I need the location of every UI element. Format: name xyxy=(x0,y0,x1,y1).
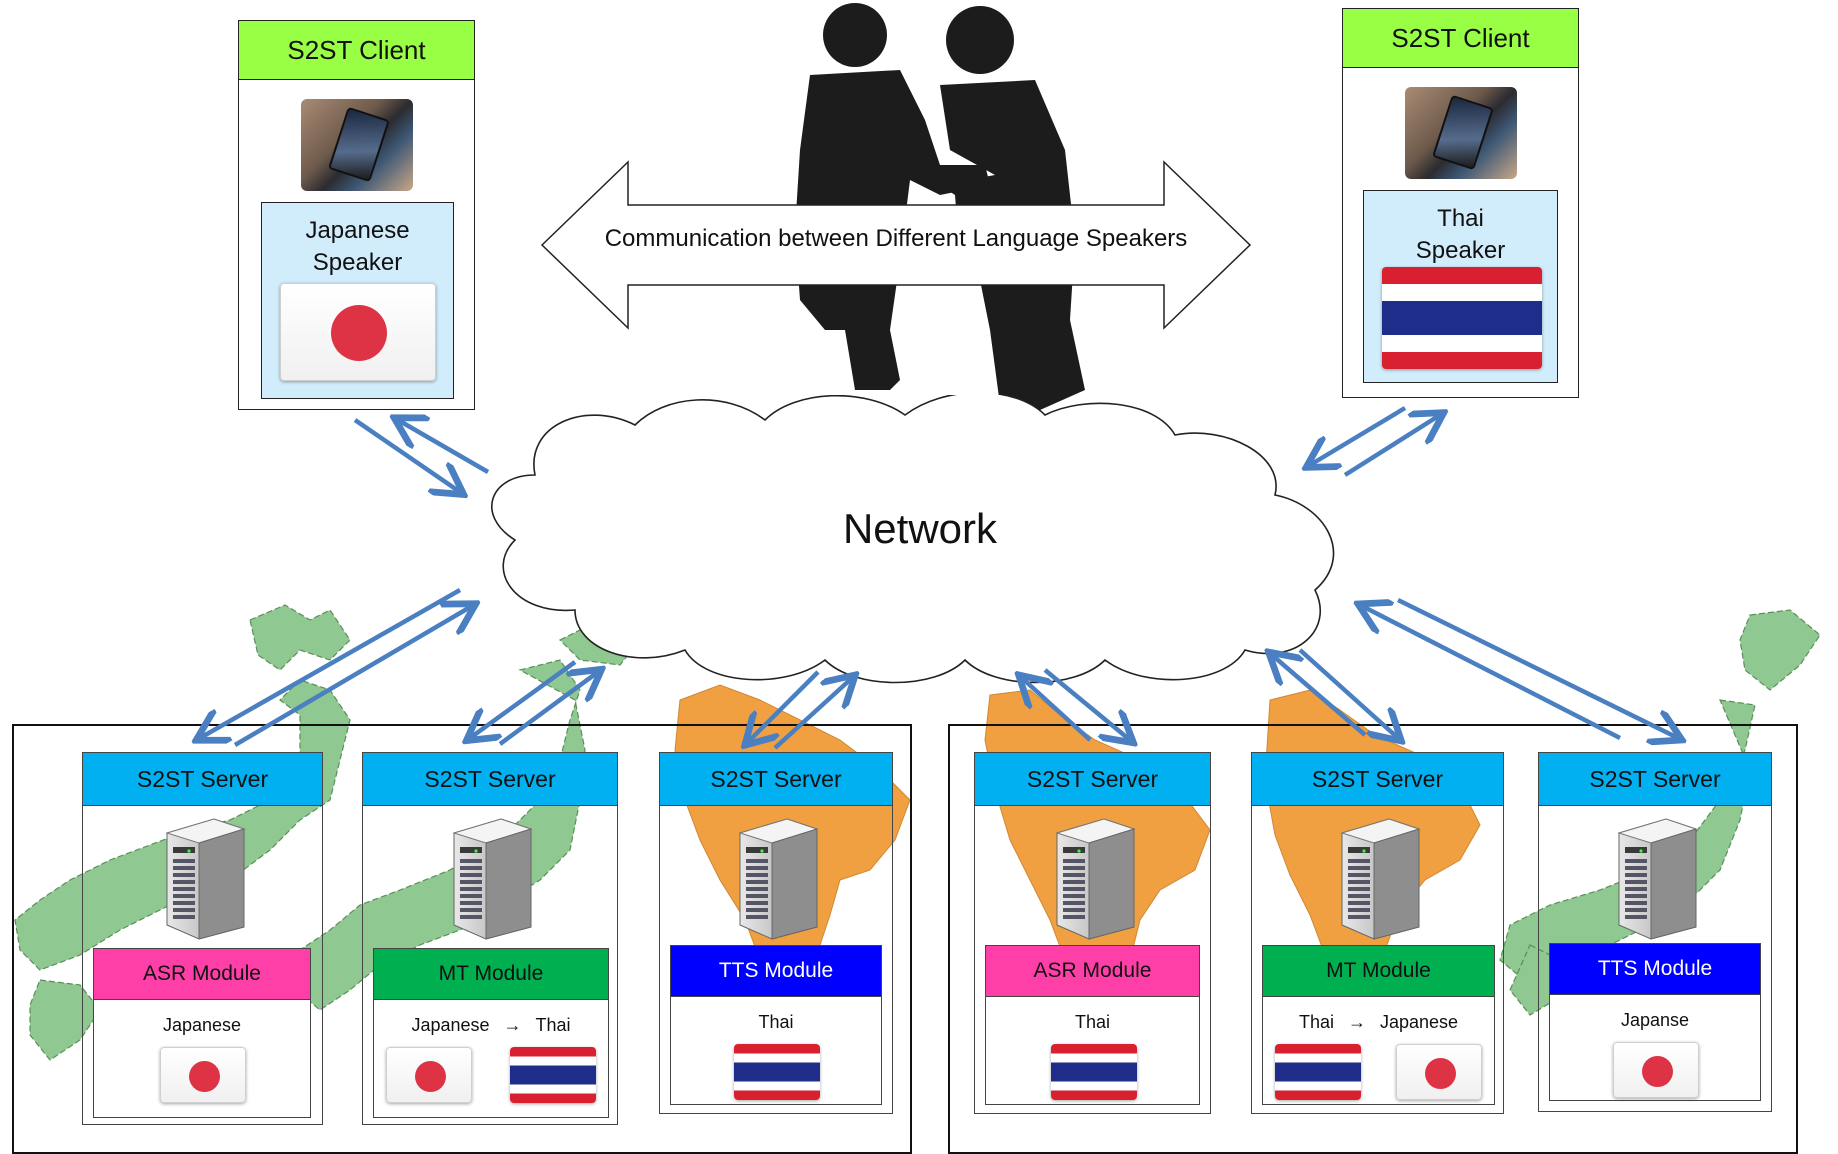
client-panel-japanese: S2ST Client Japanese Speaker xyxy=(238,20,475,410)
japan-flag-icon xyxy=(160,1047,246,1103)
server-title: S2ST Server xyxy=(1539,753,1771,806)
language-from: Thai xyxy=(1074,1012,1110,1032)
server-tower-icon xyxy=(165,818,246,940)
flow-arrow xyxy=(1397,597,1678,738)
module-language-line: Japanese xyxy=(94,1015,310,1036)
speaker-panel-japanese: Japanese Speaker xyxy=(261,202,454,399)
thailand-flag-icon xyxy=(510,1047,596,1103)
flow-arrow xyxy=(1298,648,1398,738)
communication-double-arrow xyxy=(540,160,1252,330)
module-title: MT Module xyxy=(374,949,608,1000)
server-title: S2ST Server xyxy=(975,753,1210,806)
japan-flag-icon xyxy=(1613,1042,1699,1098)
module-language-line: Japanse xyxy=(1550,1010,1760,1031)
client-panel-thai: S2ST Client Thai Speaker xyxy=(1342,8,1579,398)
smartphone-image xyxy=(1405,87,1517,179)
japan-map-right xyxy=(1499,609,1821,1016)
flow-arrow xyxy=(498,672,598,746)
module-title: TTS Module xyxy=(1550,944,1760,995)
thailand-flag-icon xyxy=(734,1044,820,1100)
module-language-line: Thai → Japanese xyxy=(1263,1012,1494,1033)
speaker-line1: Thai xyxy=(1437,205,1484,232)
japan-flag-icon xyxy=(1396,1044,1482,1100)
flow-arrow xyxy=(1362,606,1622,741)
thailand-flag-icon xyxy=(1051,1044,1137,1100)
flow-arrow xyxy=(233,606,472,747)
server-tower-icon xyxy=(1340,818,1421,940)
flow-arrow xyxy=(398,420,490,474)
flow-arrow xyxy=(353,418,460,492)
flow-arrow xyxy=(1043,668,1130,740)
communication-label: Communication between Different Language… xyxy=(604,225,1188,252)
flow-arrow xyxy=(1310,406,1407,465)
server-tower-icon xyxy=(738,818,819,940)
speaker-line2: Speaker xyxy=(312,249,403,276)
thailand-flag-icon xyxy=(1382,267,1542,369)
japan-flag-icon xyxy=(280,283,436,381)
language-to: Japanese xyxy=(1379,1012,1459,1032)
language-from: Thai xyxy=(758,1012,794,1032)
speaker-line1: Japanese xyxy=(305,217,410,244)
flow-arrow xyxy=(470,660,577,738)
flow-arrow xyxy=(773,678,852,750)
language-to: Thai xyxy=(535,1015,571,1035)
arrow-glyph: → xyxy=(1347,1012,1366,1032)
language-from: Japanese xyxy=(411,1015,490,1035)
network-cloud xyxy=(491,395,1335,684)
server-tower-icon xyxy=(452,818,533,940)
language-from: Japanese xyxy=(162,1015,242,1035)
server-tower-icon xyxy=(1055,818,1136,940)
language-from: Japanse xyxy=(1620,1010,1690,1030)
module-title: MT Module xyxy=(1263,946,1494,997)
module-title: TTS Module xyxy=(671,946,881,997)
speaker-panel-thai: Thai Speaker xyxy=(1363,190,1558,383)
flow-arrow xyxy=(1022,678,1092,742)
server-title: S2ST Server xyxy=(660,753,892,806)
module-language-line: Thai xyxy=(986,1012,1199,1033)
client-title: S2ST Client xyxy=(239,21,474,80)
smartphone-image xyxy=(301,99,413,191)
flow-arrow xyxy=(1343,415,1440,477)
client-title: S2ST Client xyxy=(1343,9,1578,68)
module-language-line: Japanese → Thai xyxy=(374,1015,608,1036)
language-from: Thai xyxy=(1298,1012,1334,1032)
server-title: S2ST Server xyxy=(1252,753,1503,806)
japan-flag-icon xyxy=(386,1047,472,1103)
speaker-line2: Speaker xyxy=(1415,237,1506,264)
flow-arrow xyxy=(1272,655,1367,737)
flow-arrow xyxy=(200,588,462,738)
module-title: ASR Module xyxy=(986,946,1199,997)
server-title: S2ST Server xyxy=(83,753,322,806)
flow-arrow xyxy=(748,670,820,742)
server-title: S2ST Server xyxy=(363,753,617,806)
module-title: ASR Module xyxy=(94,949,310,1000)
arrow-glyph: → xyxy=(503,1015,522,1035)
module-language-line: Thai xyxy=(671,1012,881,1033)
thailand-flag-icon xyxy=(1275,1044,1361,1100)
server-tower-icon xyxy=(1617,818,1698,940)
network-label: Network xyxy=(842,505,998,552)
